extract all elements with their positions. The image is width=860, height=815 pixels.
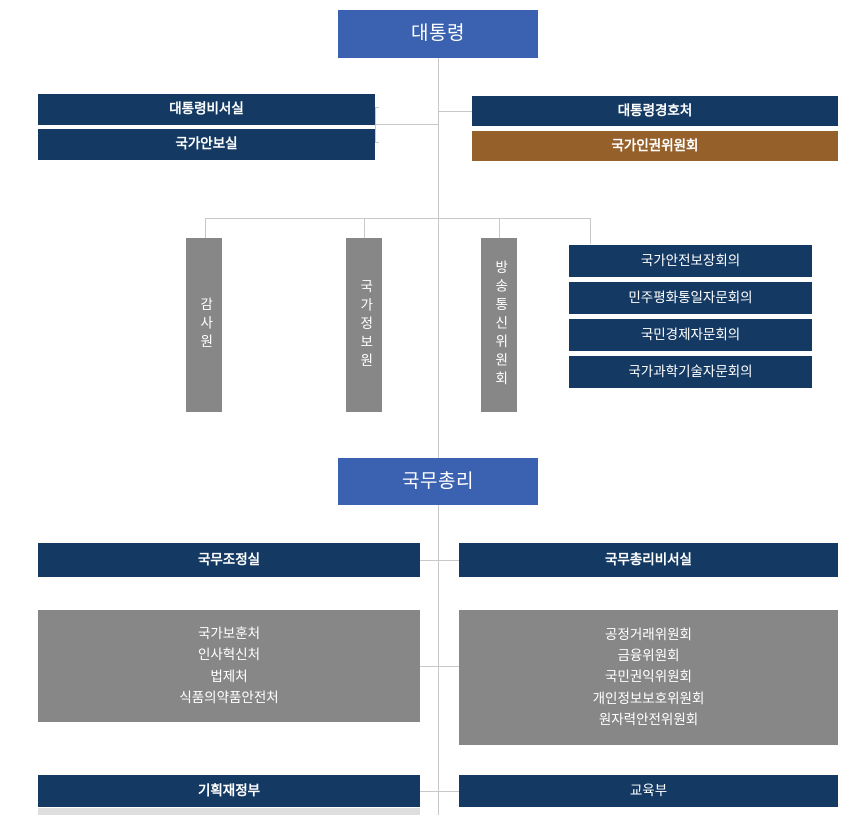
node-office-for-government-policy-coordination[interactable]: 국무조정실: [38, 543, 420, 577]
node-ministry-economy-finance-label: 기획재정부: [197, 782, 261, 799]
node-council-science-technology[interactable]: 국가과학기술자문회의: [569, 356, 812, 388]
connector-president-down: [438, 58, 439, 218]
node-board-of-audit[interactable]: 감사원: [186, 238, 222, 412]
connector-right-offices-h: [438, 111, 472, 112]
connector-ministry-right: [438, 791, 459, 792]
node-korea-communications-commission[interactable]: 방송통신위원회: [481, 238, 517, 412]
node-council-national-security[interactable]: 국가안전보장회의: [569, 245, 812, 277]
pm-agency-item: 공정거래위원회: [605, 626, 692, 643]
node-board-of-audit-label: 감사원: [196, 297, 213, 353]
node-presidential-security-service-label: 대통령경호처: [617, 102, 693, 119]
panel-pm-agencies-right[interactable]: 공정거래위원회 금융위원회 국민권익위원회 개인정보보호위원회 원자력안전위원회: [459, 610, 838, 745]
connector-pm-left-office: [420, 560, 439, 561]
node-prime-minister-secretariat[interactable]: 국무총리비서실: [459, 543, 838, 577]
node-presidential-security-service[interactable]: 대통령경호처: [472, 96, 838, 126]
node-council-national-economic-label: 국민경제자문회의: [640, 326, 741, 343]
node-national-intelligence-service-label: 국가정보원: [356, 278, 373, 372]
pm-agency-item: 원자력안전위원회: [598, 711, 699, 728]
node-human-rights-commission[interactable]: 국가인권위원회: [472, 131, 838, 161]
node-prime-minister[interactable]: 국무총리: [338, 458, 538, 505]
node-council-national-security-label: 국가안전보장회의: [640, 252, 741, 269]
clipped-panel-strip: [38, 808, 420, 815]
connector-left-offices-v: [375, 107, 376, 142]
connector-ministry-left: [420, 791, 439, 792]
node-ministry-education[interactable]: 교육부: [459, 775, 838, 807]
node-office-for-government-policy-coordination-label: 국무조정실: [197, 551, 261, 568]
node-council-science-technology-label: 국가과학기술자문회의: [628, 363, 753, 380]
node-prime-minister-secretariat-label: 국무총리비서실: [605, 551, 692, 568]
node-president-label: 대통령: [411, 22, 465, 45]
node-national-intelligence-service[interactable]: 국가정보원: [346, 238, 382, 412]
node-ministry-economy-finance[interactable]: 기획재정부: [38, 775, 420, 807]
connector-drop-nis: [364, 218, 365, 238]
pm-agency-item: 식품의약품안전처: [179, 689, 279, 706]
pm-agency-item: 개인정보보호위원회: [592, 690, 705, 707]
panel-pm-agencies-left[interactable]: 국가보훈처 인사혁신처 법제처 식품의약품안전처: [38, 610, 420, 722]
connector-pm-left-agencies: [420, 666, 439, 667]
connector-spine-upper: [438, 218, 439, 458]
connector-spine-lower: [438, 505, 439, 815]
node-korea-communications-commission-label: 방송통신위원회: [491, 260, 508, 390]
node-council-peaceful-unification-label: 민주평화통일자문회의: [628, 289, 753, 306]
node-president[interactable]: 대통령: [338, 10, 538, 58]
connector-drop-kcc: [499, 218, 500, 238]
pm-agency-item: 금융위원회: [617, 648, 680, 665]
node-presidential-secretariat[interactable]: 대통령비서실: [38, 94, 375, 125]
connector-pm-right-office: [438, 560, 459, 561]
connector-drop-gamsawon: [205, 218, 206, 238]
node-national-security-office-label: 국가안보실: [175, 136, 238, 153]
pm-agency-item: 인사혁신처: [197, 647, 261, 664]
connector-agency-bus: [205, 218, 590, 219]
connector-left-office-bottom: [373, 142, 379, 143]
node-council-national-economic[interactable]: 국민경제자문회의: [569, 319, 812, 351]
node-presidential-secretariat-label: 대통령비서실: [169, 101, 244, 118]
pm-agency-item: 국가보훈처: [197, 626, 261, 643]
pm-agency-item: 국민권익위원회: [605, 669, 692, 686]
connector-pm-right-agencies: [438, 666, 459, 667]
connector-left-office-top: [373, 107, 379, 108]
node-ministry-education-label: 교육부: [629, 782, 668, 799]
pm-agency-item: 법제처: [210, 668, 248, 685]
node-prime-minister-label: 국무총리: [402, 469, 474, 492]
node-national-security-office[interactable]: 국가안보실: [38, 129, 375, 160]
node-human-rights-commission-label: 국가인권위원회: [611, 137, 699, 154]
connector-drop-councils: [590, 218, 591, 244]
node-council-peaceful-unification[interactable]: 민주평화통일자문회의: [569, 282, 812, 314]
connector-left-offices-h: [375, 124, 439, 125]
